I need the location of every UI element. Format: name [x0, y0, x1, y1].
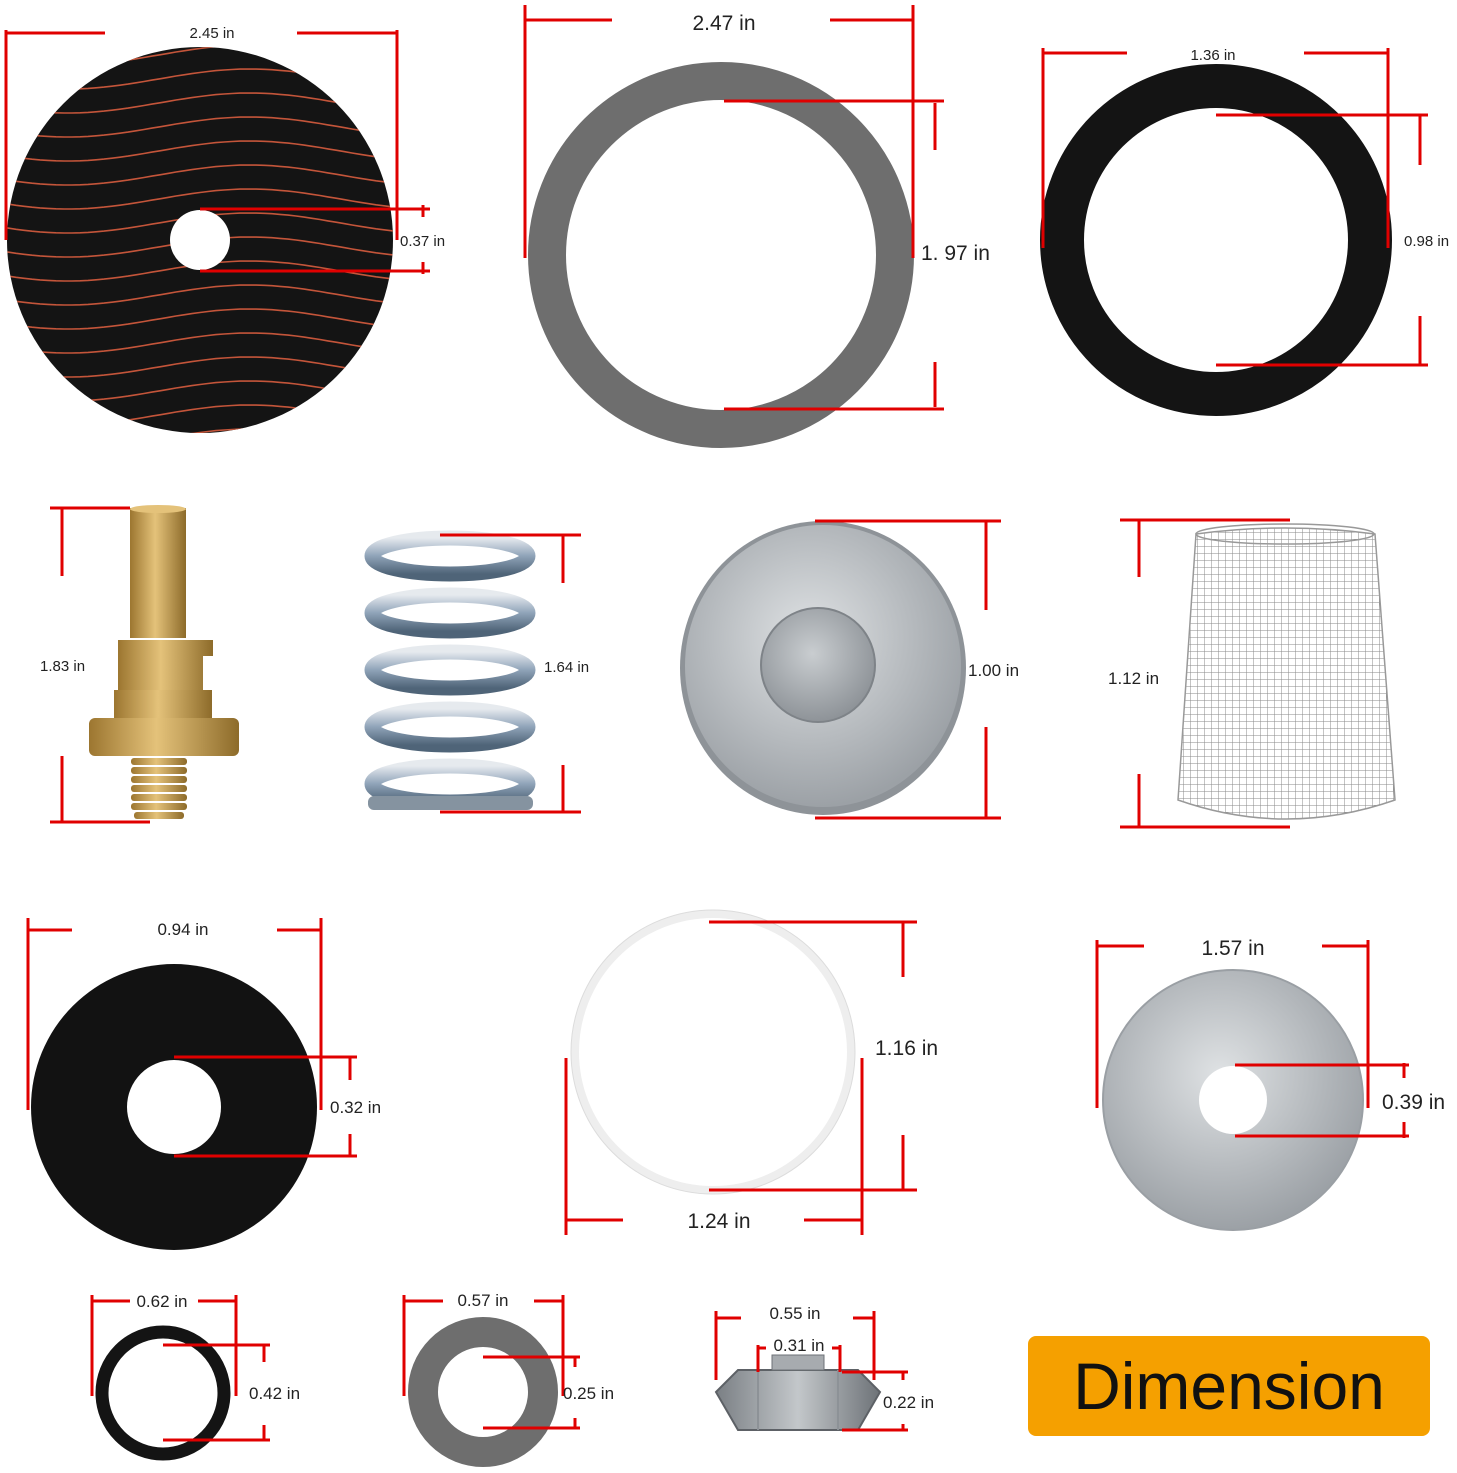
disc-diameter-label: 2.45 in — [189, 25, 234, 42]
washer-outer-label: 1.57 in — [1201, 937, 1264, 960]
wave-line — [7, 188, 393, 210]
nut-width-label: 0.55 in — [769, 1304, 820, 1323]
gray-washer-dimension-lines — [402, 1295, 580, 1430]
nut-dimension-lines — [714, 1311, 908, 1432]
wave-line — [7, 308, 393, 330]
gray-washer — [408, 1317, 558, 1467]
spring-base-coil — [368, 796, 533, 810]
thread-ridge — [131, 767, 187, 774]
hex-nut — [714, 1354, 882, 1431]
rubber-disc — [7, 47, 393, 433]
o-ring — [95, 1325, 231, 1461]
washer-dimension-lines — [1095, 940, 1409, 1138]
spring-dimension-lines — [440, 533, 581, 814]
thread-ridge — [131, 803, 187, 810]
thread-ridge — [131, 758, 187, 765]
wave-line — [7, 140, 393, 162]
wave-line — [7, 356, 393, 378]
small-disc-dimension-lines — [26, 918, 357, 1158]
wave-line — [7, 164, 393, 186]
gray-ring-outer-label: 2.47 in — [692, 12, 755, 35]
o-ring-inner-label: 0.42 in — [249, 1384, 300, 1403]
brass-stem — [89, 505, 239, 819]
brass-stem-height-label: 1.83 in — [40, 658, 85, 675]
gray-washer-hole-label: 0.25 in — [563, 1384, 614, 1403]
small-disc-outer-label: 0.94 in — [157, 920, 208, 939]
nut-height-label: 0.22 in — [883, 1393, 934, 1412]
mesh-screen — [1177, 523, 1396, 820]
thread-ridge — [131, 776, 187, 783]
white-ring-outer-label: 1.24 in — [687, 1210, 750, 1233]
spring-coil — [364, 701, 536, 753]
small-rubber-disc — [31, 964, 317, 1250]
wave-line — [7, 332, 393, 354]
wave-line — [7, 428, 393, 433]
steel-cup — [680, 521, 966, 815]
white-ring-inner-label: 1.16 in — [875, 1037, 938, 1060]
mesh-screen-dimension-lines — [1120, 518, 1290, 829]
black-ring-outer-label: 1.36 in — [1190, 47, 1235, 64]
thread-ridge — [131, 785, 187, 792]
steel-cup-dimension-lines — [815, 519, 1001, 820]
black-ring-inner-label: 0.98 in — [1404, 233, 1449, 250]
gray-ring-dimension-lines — [523, 5, 944, 411]
white-ring-gasket — [570, 909, 856, 1195]
o-ring-outer-label: 0.62 in — [136, 1292, 187, 1311]
thread-ridge — [131, 794, 187, 801]
brass-stem-dimension-lines — [50, 506, 150, 824]
wave-line — [7, 284, 393, 306]
white-ring-dimension-lines — [564, 920, 917, 1235]
spring-coil — [364, 587, 536, 639]
disc-hole-label: 0.37 in — [400, 233, 445, 250]
wave-line — [7, 116, 393, 138]
disc-dimension-lines — [4, 30, 430, 274]
dimension-badge: Dimension — [1028, 1336, 1430, 1436]
steel-cup-diameter-label: 1.00 in — [968, 661, 1019, 680]
spring-height-label: 1.64 in — [544, 659, 589, 676]
black-ring-gasket — [1040, 64, 1392, 416]
gray-washer-outer-label: 0.57 in — [457, 1291, 508, 1310]
gray-ring-inner-label: 1. 97 in — [921, 242, 990, 265]
compression-spring — [364, 530, 536, 810]
mesh-screen-height-label: 1.12 in — [1108, 669, 1159, 688]
spring-coil — [364, 530, 536, 582]
thread-ridge — [134, 812, 184, 819]
small-disc-hole-label: 0.32 in — [330, 1098, 381, 1117]
nut-thread-label: 0.31 in — [773, 1336, 824, 1355]
washer-hole-label: 0.39 in — [1382, 1091, 1445, 1114]
wave-line — [7, 92, 393, 114]
gray-ring-gasket — [528, 62, 914, 448]
steel-washer — [1102, 969, 1364, 1231]
black-ring-dimension-lines — [1041, 48, 1428, 367]
o-ring-dimension-lines — [90, 1295, 270, 1442]
spring-coil — [364, 644, 536, 696]
